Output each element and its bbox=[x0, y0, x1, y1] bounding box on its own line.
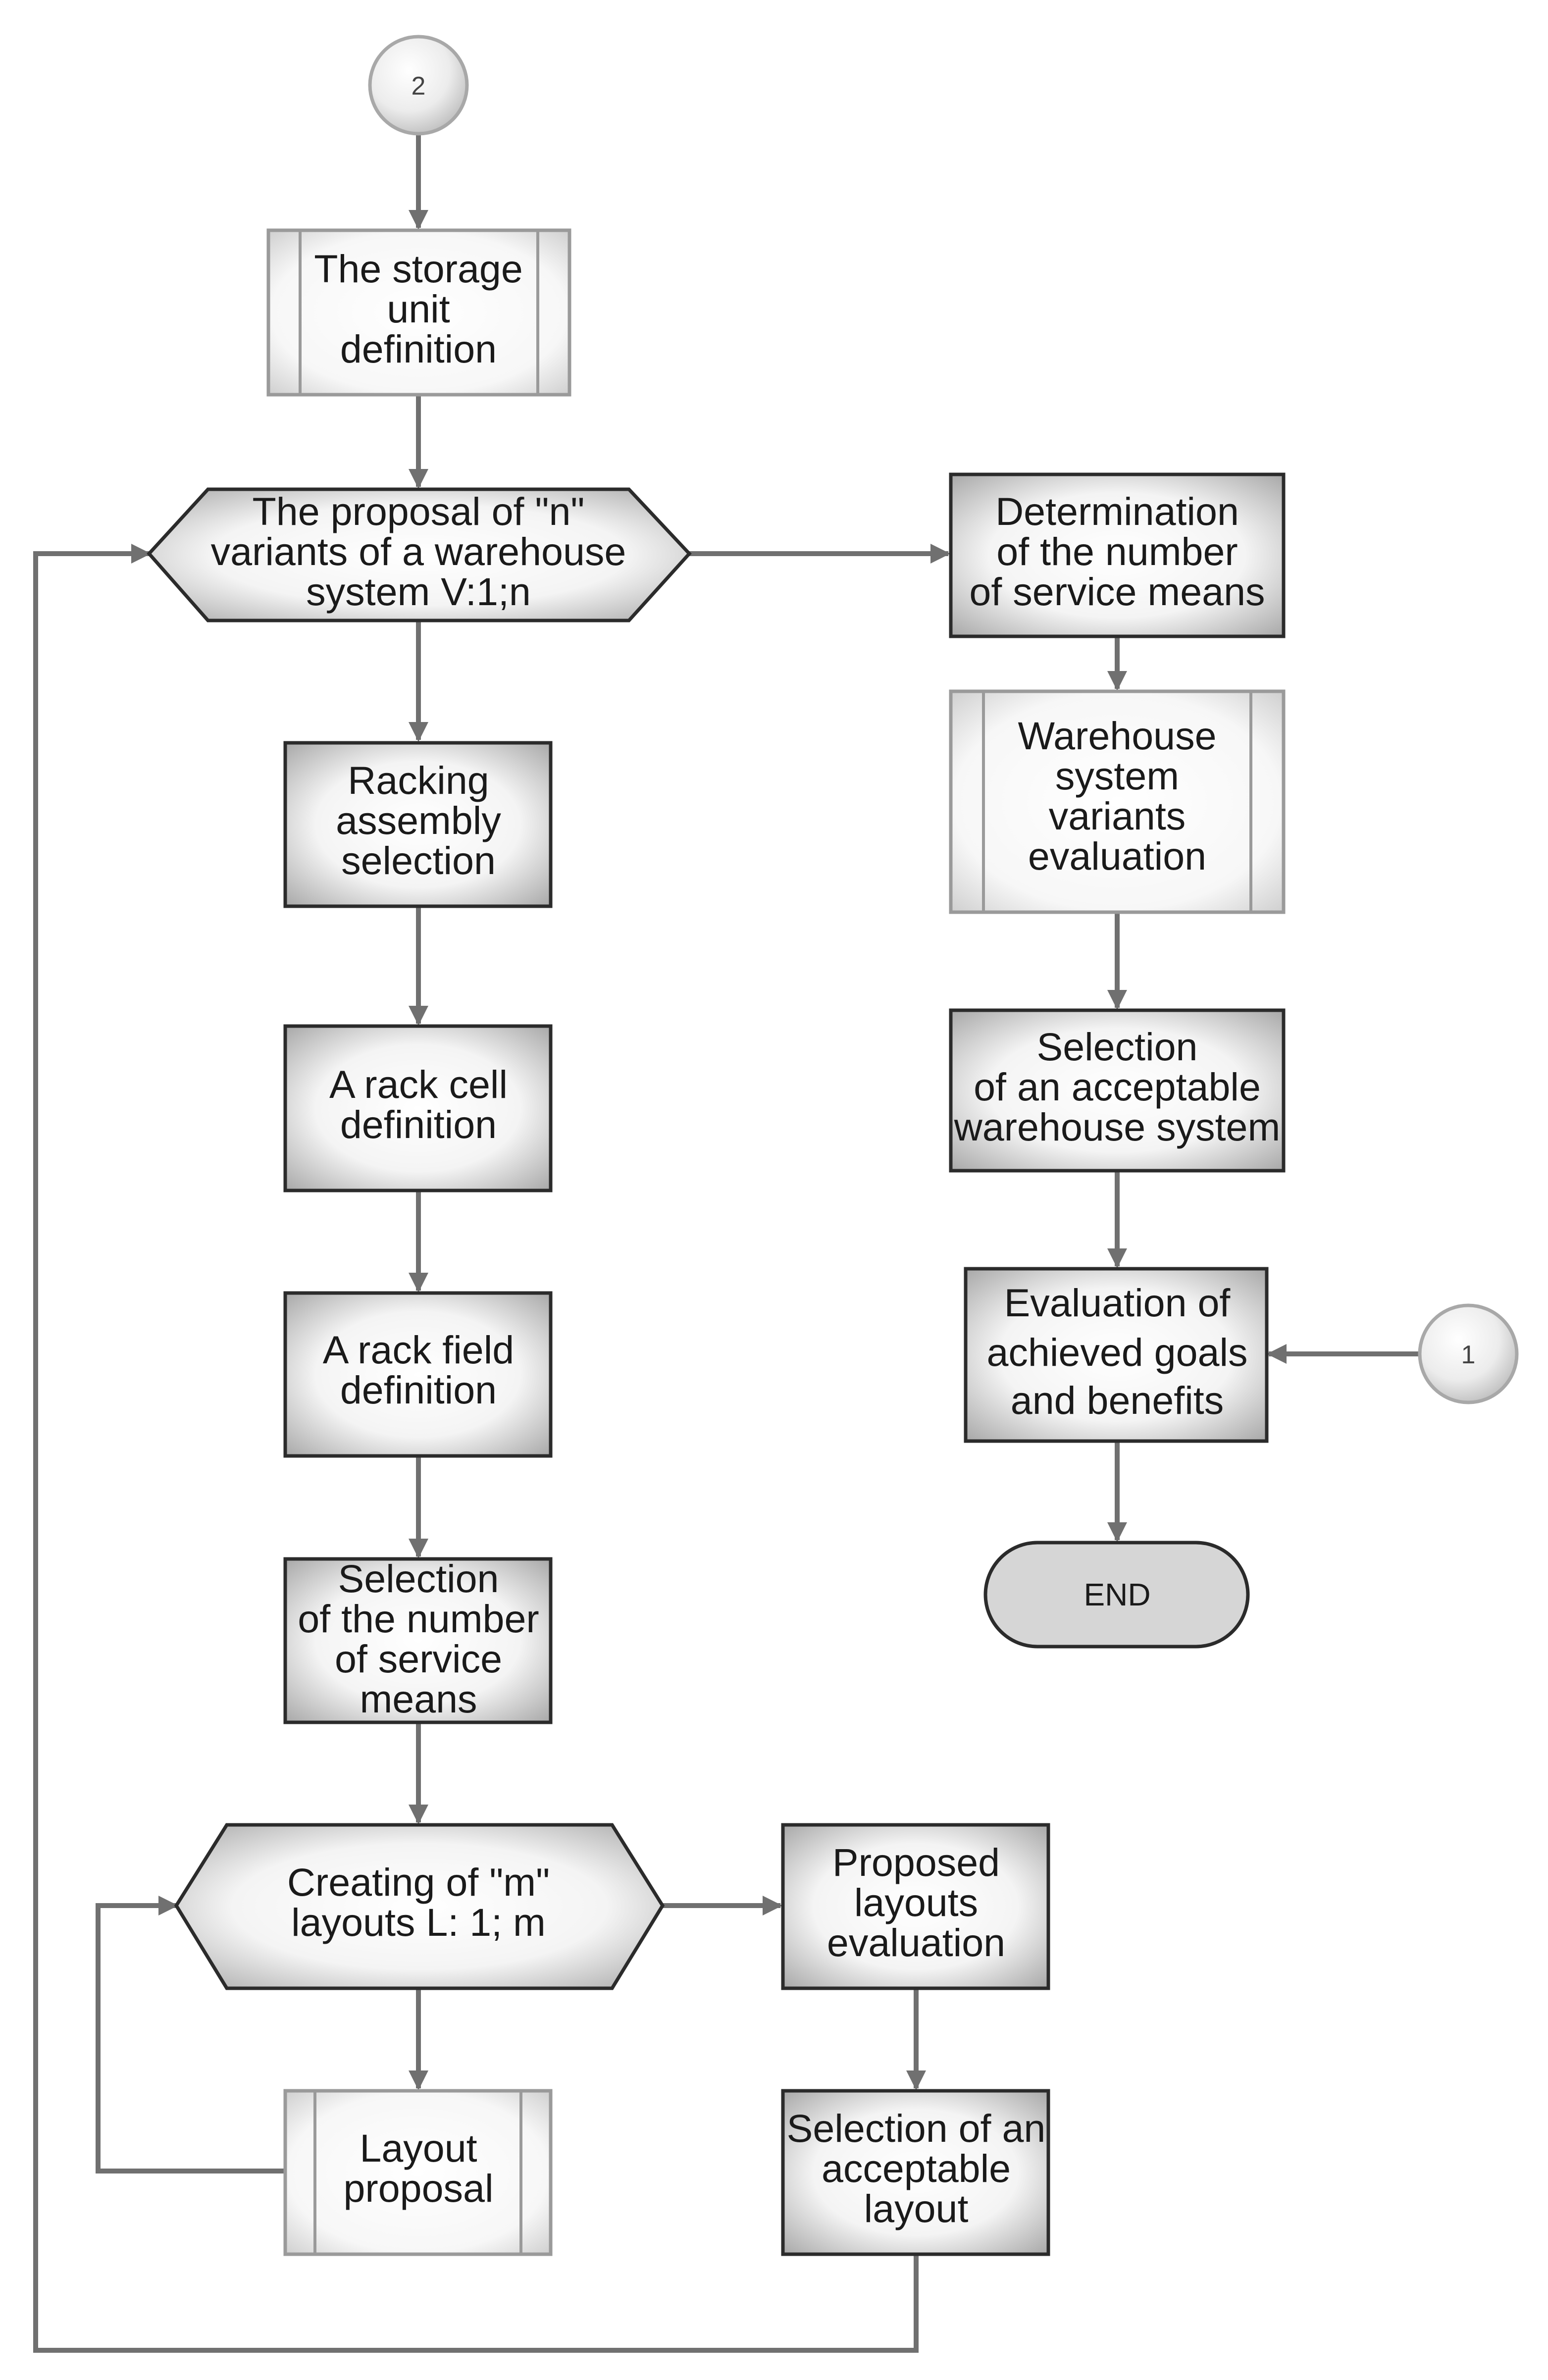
node-select-layout-line-3: layout bbox=[864, 2186, 969, 2230]
node-selection-acceptable-warehouse-system: Selection of an acceptable warehouse sys… bbox=[949, 1008, 1286, 1173]
connector-1-label: 1 bbox=[1461, 1341, 1476, 1369]
node-select-ws-line-1: Selection bbox=[1037, 1025, 1198, 1069]
node-rack-cell-definition: A rack cell definition bbox=[283, 1024, 553, 1192]
node-proposed-eval-line-1: Proposed bbox=[832, 1840, 1000, 1884]
node-rack-cell-line-2: definition bbox=[340, 1102, 497, 1146]
node-proposal-n-variants: The proposal of "n" variants of a wareho… bbox=[147, 487, 692, 622]
node-selection-service-line-2: of the number bbox=[298, 1597, 539, 1641]
node-rack-field-line-1: A rack field bbox=[323, 1328, 514, 1372]
arrows bbox=[33, 135, 1419, 2353]
node-determination-service-means: Determination of the number of service m… bbox=[949, 472, 1286, 638]
node-proposal-line-3: system V:1;n bbox=[306, 569, 531, 614]
node-creating-m-layouts: Creating of "m" layouts L: 1; m bbox=[174, 1823, 665, 1990]
node-proposed-layouts-evaluation: Proposed layouts evaluation bbox=[781, 1823, 1050, 1990]
node-storage-unit-line-3: definition bbox=[340, 327, 497, 371]
node-storage-unit-line-2: unit bbox=[387, 287, 450, 331]
node-rack-field-line-2: definition bbox=[340, 1368, 497, 1412]
node-proposed-eval-line-3: evaluation bbox=[827, 1920, 1005, 1965]
node-end-label: END bbox=[1084, 1577, 1150, 1612]
node-layout-proposal-line-2: proposal bbox=[343, 2166, 493, 2210]
connector-1: 1 bbox=[1418, 1303, 1519, 1404]
node-selection-service-line-3: of service bbox=[335, 1637, 502, 1681]
node-layout-proposal-line-1: Layout bbox=[360, 2126, 477, 2170]
node-rack-cell-line-1: A rack cell bbox=[329, 1062, 508, 1106]
node-storage-unit-line-1: The storage bbox=[314, 247, 523, 291]
node-proposal-line-2: variants of a warehouse bbox=[211, 529, 626, 573]
node-goals-line-1: Evaluation of bbox=[1004, 1281, 1231, 1325]
node-racking-assembly-selection: Racking assembly selection bbox=[283, 741, 553, 908]
node-evaluation-goals-benefits: Evaluation of achieved goals and benefit… bbox=[964, 1267, 1269, 1443]
node-determination-line-3: of service means bbox=[969, 569, 1265, 614]
node-creating-line-2: layouts L: 1; m bbox=[291, 1900, 546, 1944]
connector-2-label: 2 bbox=[412, 72, 426, 101]
node-racking-line-1: Racking bbox=[348, 758, 489, 802]
node-selection-service-means: Selection of the number of service means bbox=[283, 1556, 553, 1724]
node-ws-eval-line-3: variants bbox=[1049, 794, 1186, 838]
node-selection-service-line-4: means bbox=[360, 1677, 477, 1721]
node-goals-line-3: and benefits bbox=[1011, 1378, 1224, 1422]
node-goals-line-2: achieved goals bbox=[986, 1330, 1247, 1374]
arrow-select-layout-back-to-proposal bbox=[33, 544, 919, 2353]
node-select-layout-line-1: Selection of an bbox=[787, 2106, 1046, 2150]
node-proposal-line-1: The proposal of "n" bbox=[253, 489, 585, 533]
node-end-terminator: END bbox=[983, 1541, 1250, 1649]
node-select-ws-line-3: warehouse system bbox=[954, 1105, 1281, 1149]
node-rack-field-definition: A rack field definition bbox=[283, 1291, 553, 1458]
node-ws-eval-line-2: system bbox=[1055, 754, 1179, 798]
node-select-layout-line-2: acceptable bbox=[822, 2146, 1011, 2190]
node-racking-line-3: selection bbox=[341, 838, 496, 882]
node-determination-line-2: of the number bbox=[996, 529, 1238, 573]
node-warehouse-system-variants-evaluation: Warehouse system variants evaluation bbox=[949, 689, 1286, 914]
node-ws-eval-line-4: evaluation bbox=[1028, 834, 1206, 878]
node-layout-proposal: Layout proposal bbox=[283, 2089, 553, 2256]
node-determination-line-1: Determination bbox=[995, 489, 1239, 533]
node-ws-eval-line-1: Warehouse bbox=[1018, 714, 1216, 758]
node-selection-acceptable-layout: Selection of an acceptable layout bbox=[781, 2089, 1050, 2256]
node-selection-service-line-1: Selection bbox=[338, 1556, 499, 1601]
connector-2: 2 bbox=[368, 35, 469, 136]
node-proposed-eval-line-2: layouts bbox=[854, 1880, 978, 1924]
arrow-layout-proposal-loop bbox=[96, 1896, 285, 2173]
node-storage-unit-definition: The storage unit definition bbox=[266, 228, 571, 397]
node-select-ws-line-2: of an acceptable bbox=[974, 1065, 1261, 1109]
node-racking-line-2: assembly bbox=[336, 798, 501, 842]
node-creating-line-1: Creating of "m" bbox=[287, 1860, 550, 1904]
